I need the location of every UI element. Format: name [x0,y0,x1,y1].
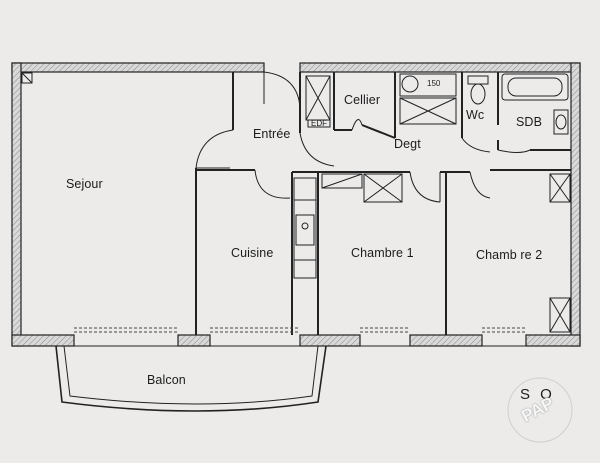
storage-units [21,72,571,333]
bathroom-fixtures [399,73,569,135]
windows [74,327,526,333]
pap-logo: PAP [518,393,557,426]
room-label-sejour: Sejour [66,177,103,191]
interior-walls [195,72,571,335]
kitchen-counter [293,177,317,279]
watermark-seal [507,377,573,443]
exterior-walls [11,62,581,347]
edf-panel [307,119,331,128]
room-label-chambre-2: Chamb re 2 [476,248,543,262]
orientation-mark: S O [520,386,555,403]
door-swings [195,71,531,203]
edf-label: EDF [311,119,327,128]
room-label-balcon: Balcon [147,373,186,387]
window-frames [73,335,527,347]
room-label-wc: Wc [466,108,485,122]
room-label-sdb: SDB [516,115,543,129]
water-heater-label: 150 [427,79,441,88]
room-label-entree: Entrée [253,127,291,141]
balcony [55,345,327,412]
room-label-degt: Degt [394,137,421,151]
room-label-cuisine: Cuisine [231,246,274,260]
room-label-chambre-1: Chambre 1 [351,246,414,260]
room-label-cellier: Cellier [344,93,381,107]
watermark: PAP [498,376,588,450]
